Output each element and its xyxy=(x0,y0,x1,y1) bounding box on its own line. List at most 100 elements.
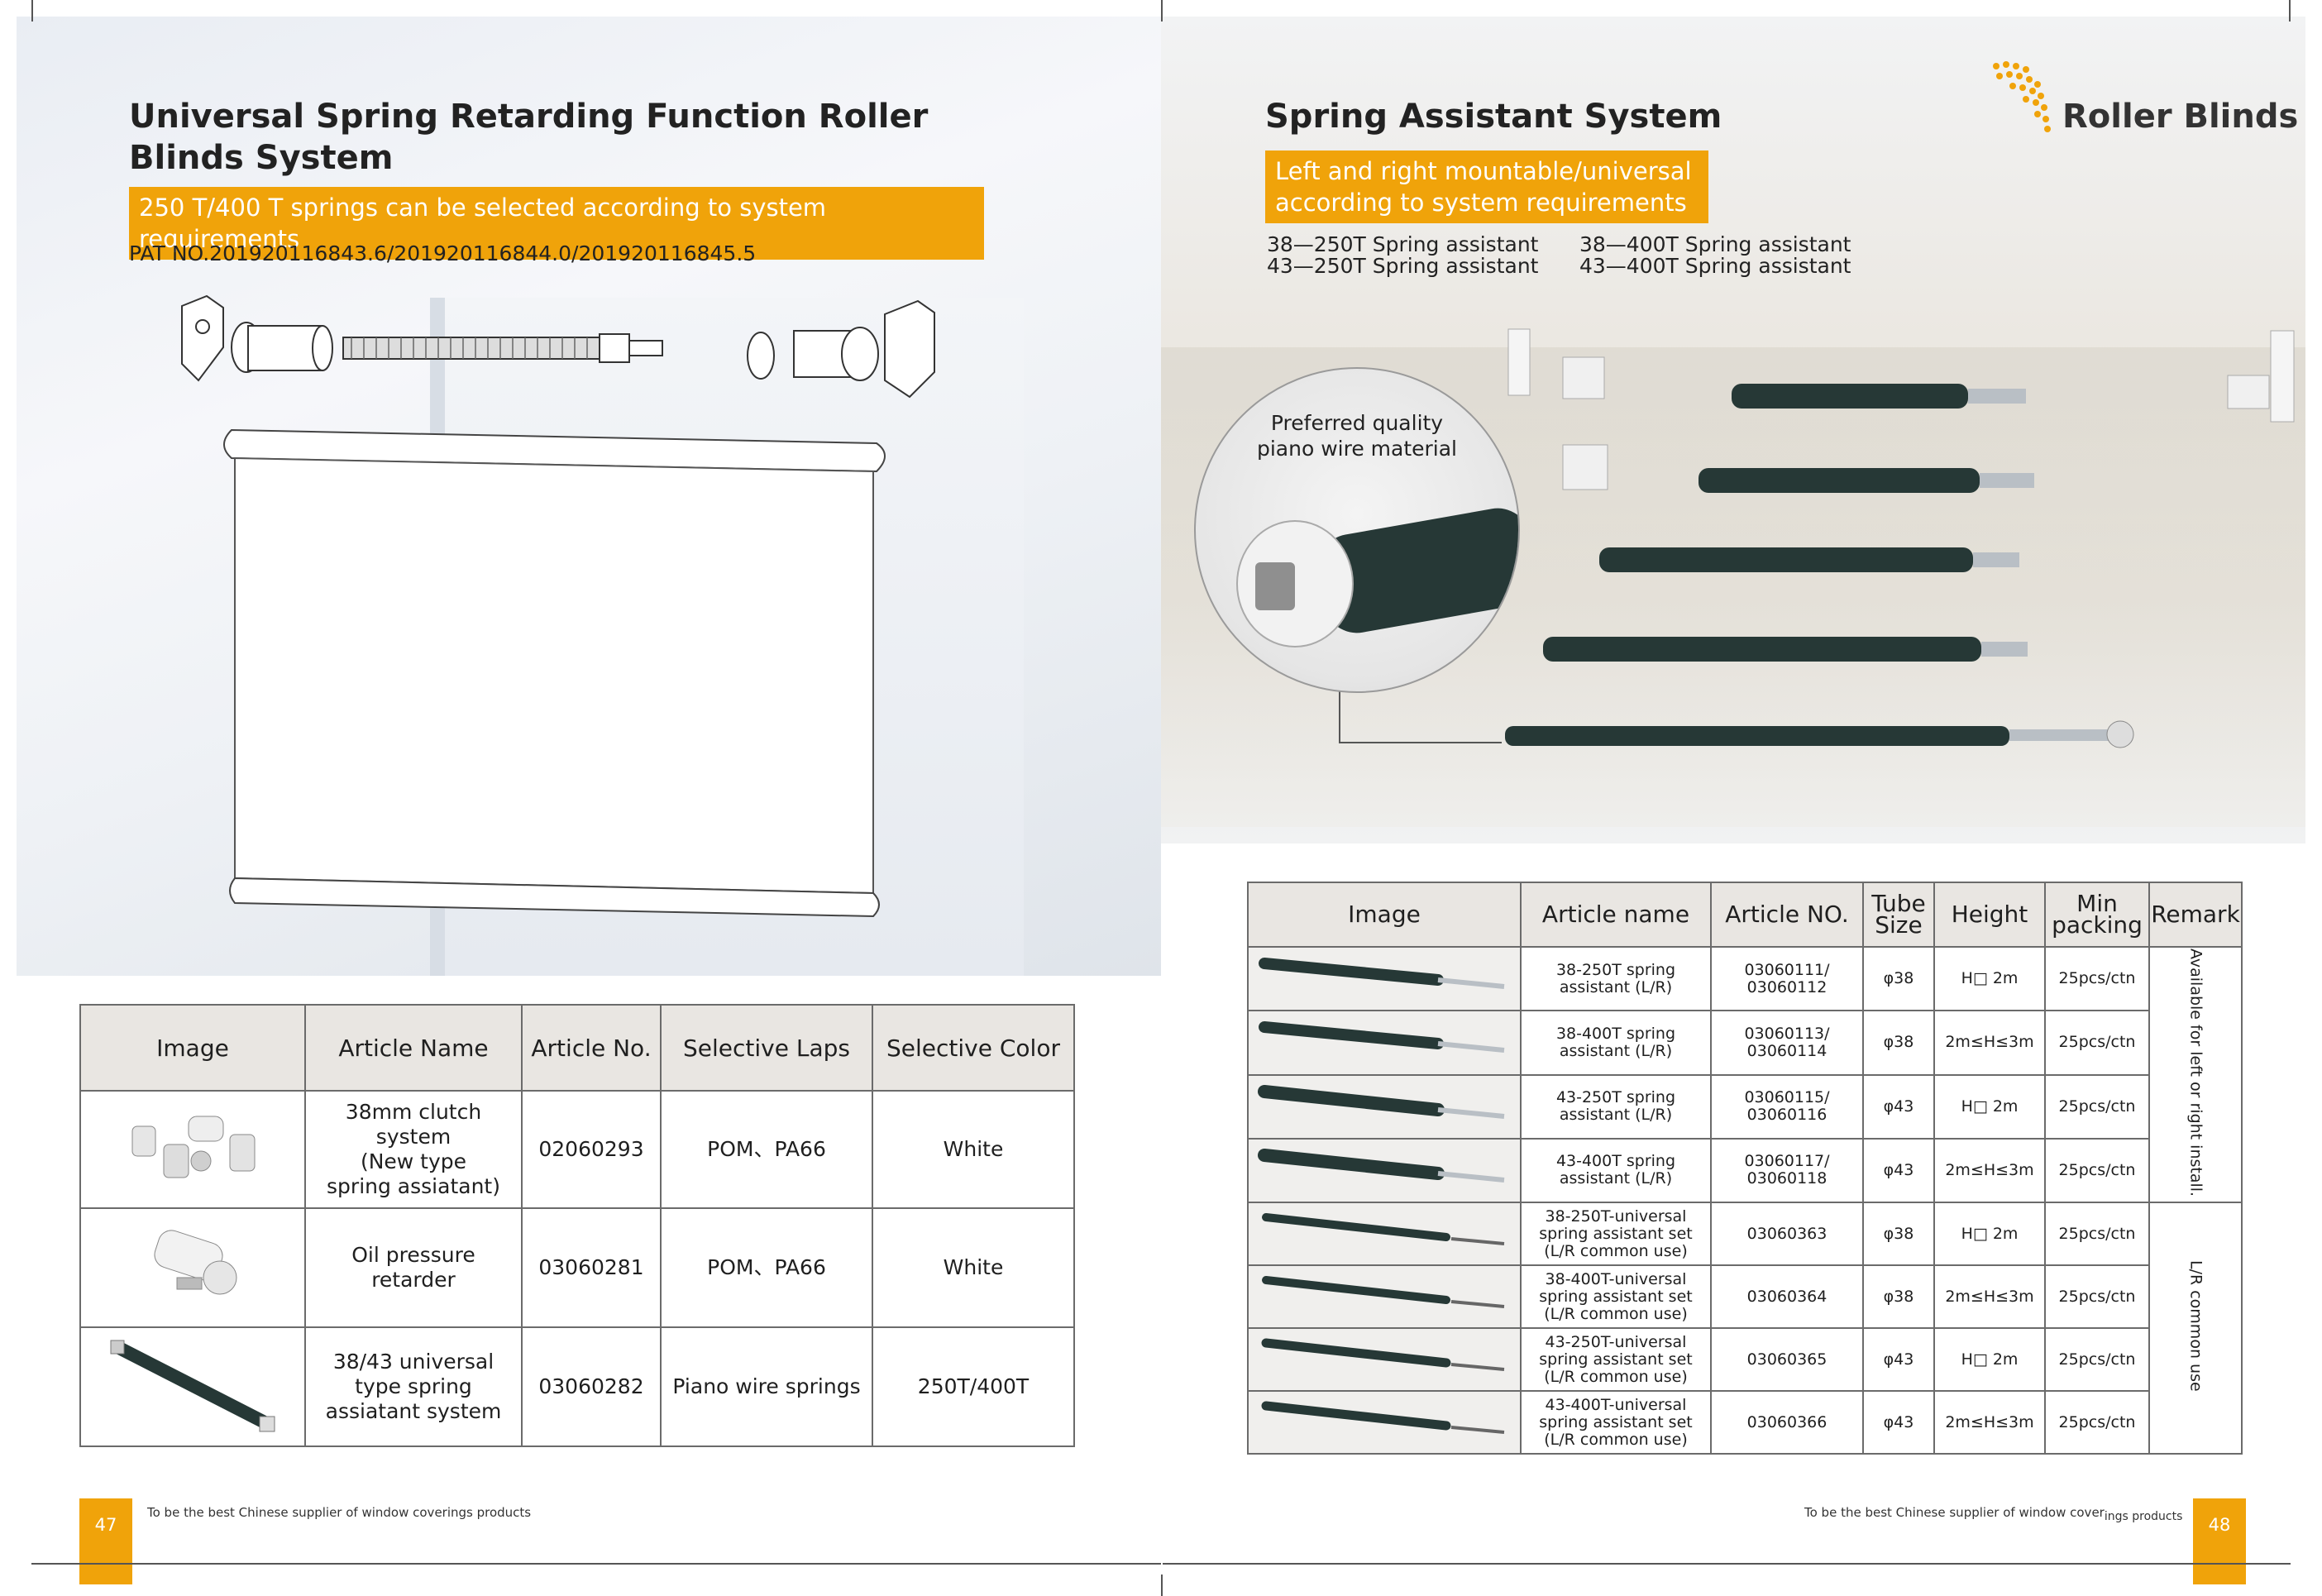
laps-cell: Piano wire springs xyxy=(660,1326,873,1447)
tube-size-cell: φ43 xyxy=(1862,1073,1935,1140)
image-cell xyxy=(79,1090,306,1209)
tube-size-cell: φ38 xyxy=(1862,1264,1935,1330)
universal-spring-set-icon xyxy=(1262,1275,1505,1308)
universal-spring-set-icon xyxy=(1262,1212,1505,1245)
height-cell: H□ 2m xyxy=(1933,1202,2046,1267)
height-cell: H□ 2m xyxy=(1933,1073,2046,1140)
footer-slogan: To be the best Chinese supplier of windo… xyxy=(1804,1505,2183,1523)
article-no-cell: 03060363 xyxy=(1710,1202,1864,1267)
col-header-selective-laps: Selective Laps xyxy=(660,1004,873,1092)
universal-spring-set-icon xyxy=(1261,1401,1505,1434)
tube-size-cell: φ38 xyxy=(1862,1010,1935,1076)
remark-lr-common: L/R common use xyxy=(2186,1260,2205,1392)
table-header-row: Image Article Name Article No. Selective… xyxy=(79,1004,1075,1092)
logo-text: Roller Blinds xyxy=(2062,98,2299,136)
article-no-cell: 03060366 xyxy=(1710,1390,1864,1455)
height-cell: H□ 2m xyxy=(1933,945,2046,1012)
min-packing-cell: 25pcs/ctn xyxy=(2044,1264,2150,1330)
col-header-image: Image xyxy=(79,1004,306,1092)
left-product-table: Image Article Name Article No. Selective… xyxy=(79,1004,1075,1447)
right-product-table: Image Article name Article NO. Tube Size… xyxy=(1247,882,2243,1455)
fold-mark-top xyxy=(1161,0,1163,22)
article-no-cell: 03060364 xyxy=(1710,1264,1864,1330)
tube-size-cell: φ43 xyxy=(1862,1390,1935,1455)
spring-rod-icon xyxy=(110,1340,275,1431)
tube-size-cell: φ43 xyxy=(1862,1327,1935,1393)
page-number-tab: 47 xyxy=(79,1498,132,1584)
article-no-cell: 03060117/03060118 xyxy=(1710,1137,1864,1204)
spring-rod-icon xyxy=(1259,1021,1505,1054)
image-cell xyxy=(1247,1073,1522,1140)
article-name-cell: Oil pressure retarder xyxy=(304,1207,523,1328)
patent-number: PAT NO.201920116843.6/201920116844.0/201… xyxy=(129,241,757,265)
image-cell xyxy=(1247,1137,1522,1204)
height-cell: H□ 2m xyxy=(1933,1327,2046,1393)
color-cell: White xyxy=(872,1207,1075,1328)
min-packing-cell: 25pcs/ctn xyxy=(2044,1137,2150,1204)
right-page-title: Spring Assistant System xyxy=(1265,98,1722,136)
remark-lr-install: Available for left or right install. xyxy=(2186,949,2205,1197)
article-no-cell: 03060113/03060114 xyxy=(1710,1010,1864,1076)
remark-cell: L/R common use xyxy=(2148,1202,2243,1455)
article-no-cell: 03060365 xyxy=(1710,1327,1864,1393)
right-page: Spring Assistant System Left and right m… xyxy=(1161,0,2322,1596)
col-header-height: Height xyxy=(1933,882,2046,948)
spring-rod-icon xyxy=(1258,1148,1505,1183)
tube-size-cell: φ38 xyxy=(1862,945,1935,1012)
spring-rod-icon xyxy=(1258,1084,1505,1119)
crop-mark-tr xyxy=(2289,0,2291,22)
height-cell: 2m≤H≤3m xyxy=(1933,1010,2046,1076)
table-row: 38mm clutch system (New type spring assi… xyxy=(79,1090,1075,1209)
article-no-cell: 02060293 xyxy=(521,1090,662,1209)
image-cell xyxy=(79,1207,306,1328)
retarder-icon xyxy=(154,1229,237,1294)
image-cell xyxy=(79,1326,306,1447)
logo-fan-icon xyxy=(1993,61,2051,132)
article-no-cell: 03060115/03060116 xyxy=(1710,1073,1864,1140)
clutch-parts-icon xyxy=(131,1116,256,1178)
roller-blind-illustration xyxy=(181,294,935,918)
height-cell: 2m≤H≤3m xyxy=(1933,1137,2046,1204)
article-name-cell: 38/43 universal type spring assiatant sy… xyxy=(304,1326,523,1447)
remark-cell: Available for left or right install. xyxy=(2148,945,2243,1204)
spring-closeup-icon xyxy=(1236,508,1518,647)
article-no-cell: 03060281 xyxy=(521,1207,662,1328)
page-number: 48 xyxy=(2208,1515,2231,1535)
footer-slogan: To be the best Chinese supplier of windo… xyxy=(147,1505,532,1520)
image-cell xyxy=(1247,1327,1522,1393)
height-cell: 2m≤H≤3m xyxy=(1933,1264,2046,1330)
col-header-selective-color: Selective Color xyxy=(872,1004,1075,1092)
fold-mark-bottom xyxy=(1161,1574,1163,1596)
col-header-article-no: Article No. xyxy=(521,1004,662,1092)
min-packing-cell: 25pcs/ctn xyxy=(2044,1010,2150,1076)
col-header-article-no: Article NO. xyxy=(1710,882,1864,948)
image-cell xyxy=(1247,1010,1522,1076)
min-packing-cell: 25pcs/ctn xyxy=(2044,1390,2150,1455)
article-name-cell: 38mm clutch system (New type spring assi… xyxy=(304,1090,523,1209)
min-packing-cell: 25pcs/ctn xyxy=(2044,945,2150,1012)
universal-spring-set-icon xyxy=(1261,1338,1505,1371)
mount-banner: Left and right mountable/universal accor… xyxy=(1265,151,1708,223)
image-cell xyxy=(1247,1202,1522,1267)
table-row: 38/43 universal type spring assiatant sy… xyxy=(79,1326,1075,1447)
color-cell: 250T/400T xyxy=(872,1326,1075,1447)
min-packing-cell: 25pcs/ctn xyxy=(2044,1327,2150,1393)
crop-mark-tl xyxy=(31,0,33,22)
image-cell xyxy=(1247,1264,1522,1330)
spec-43-400t: 43—400T Spring assistant xyxy=(1579,254,1851,278)
tube-size-cell: φ38 xyxy=(1862,1202,1935,1267)
spec-38-250t: 38—250T Spring assistant xyxy=(1267,232,1539,256)
image-cell xyxy=(1247,945,1522,1012)
